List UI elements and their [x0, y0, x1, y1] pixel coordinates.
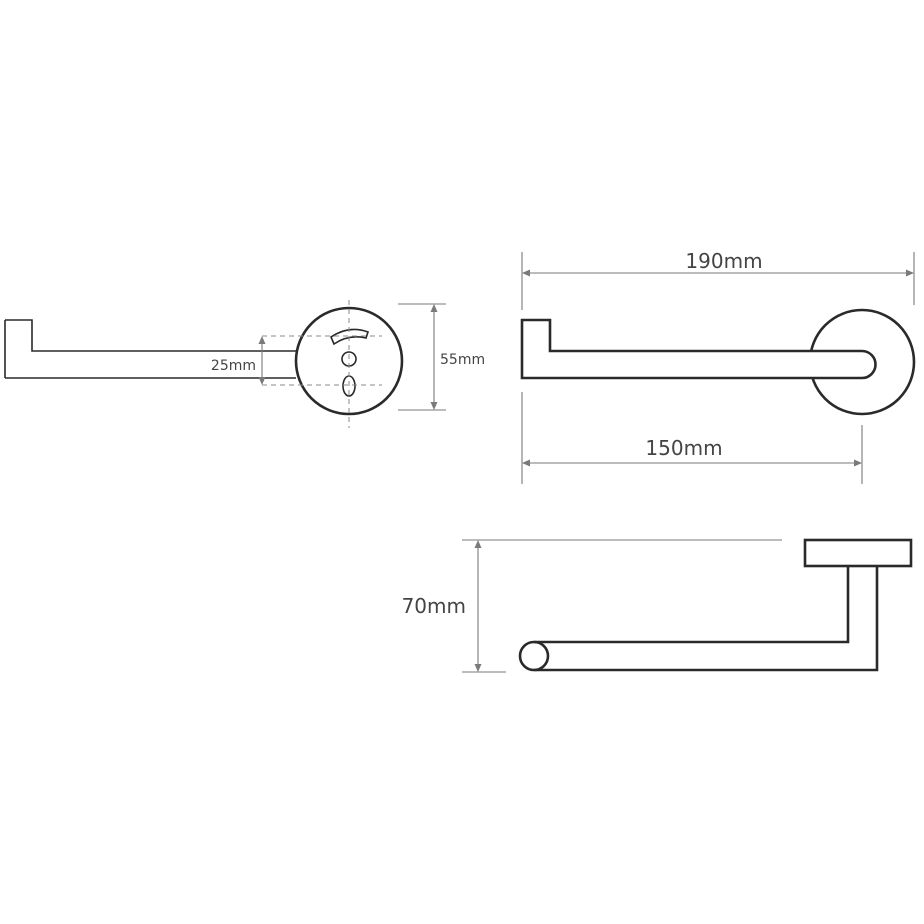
- front-view: [520, 308, 916, 416]
- top-view-arm: [534, 566, 879, 672]
- dimension-label-total-length: 190mm: [685, 249, 762, 273]
- side-view-wall-plate: [294, 306, 404, 416]
- dimension-label-hole-spacing: 25mm: [211, 358, 256, 374]
- dimension-projection: 70mm: [402, 539, 782, 673]
- dimension-plate-diameter: 55mm: [398, 303, 485, 411]
- dimension-hole-spacing: 25mm: [211, 336, 266, 385]
- dimension-label-bar-length: 150mm: [645, 436, 722, 460]
- dimension-bar-length: 150mm: [521, 392, 863, 484]
- dimension-label-plate-diameter: 55mm: [440, 352, 485, 368]
- dimension-label-projection: 70mm: [402, 594, 466, 618]
- front-view-arm: [520, 318, 877, 380]
- side-view-arm: [5, 319, 296, 379]
- dimension-total-length: 190mm: [521, 249, 915, 310]
- side-view: [4, 300, 404, 428]
- mount-slot-icon: [330, 328, 370, 346]
- top-view-bar-end: [518, 640, 550, 672]
- top-view: [518, 538, 913, 672]
- top-view-wall-plate: [803, 538, 913, 568]
